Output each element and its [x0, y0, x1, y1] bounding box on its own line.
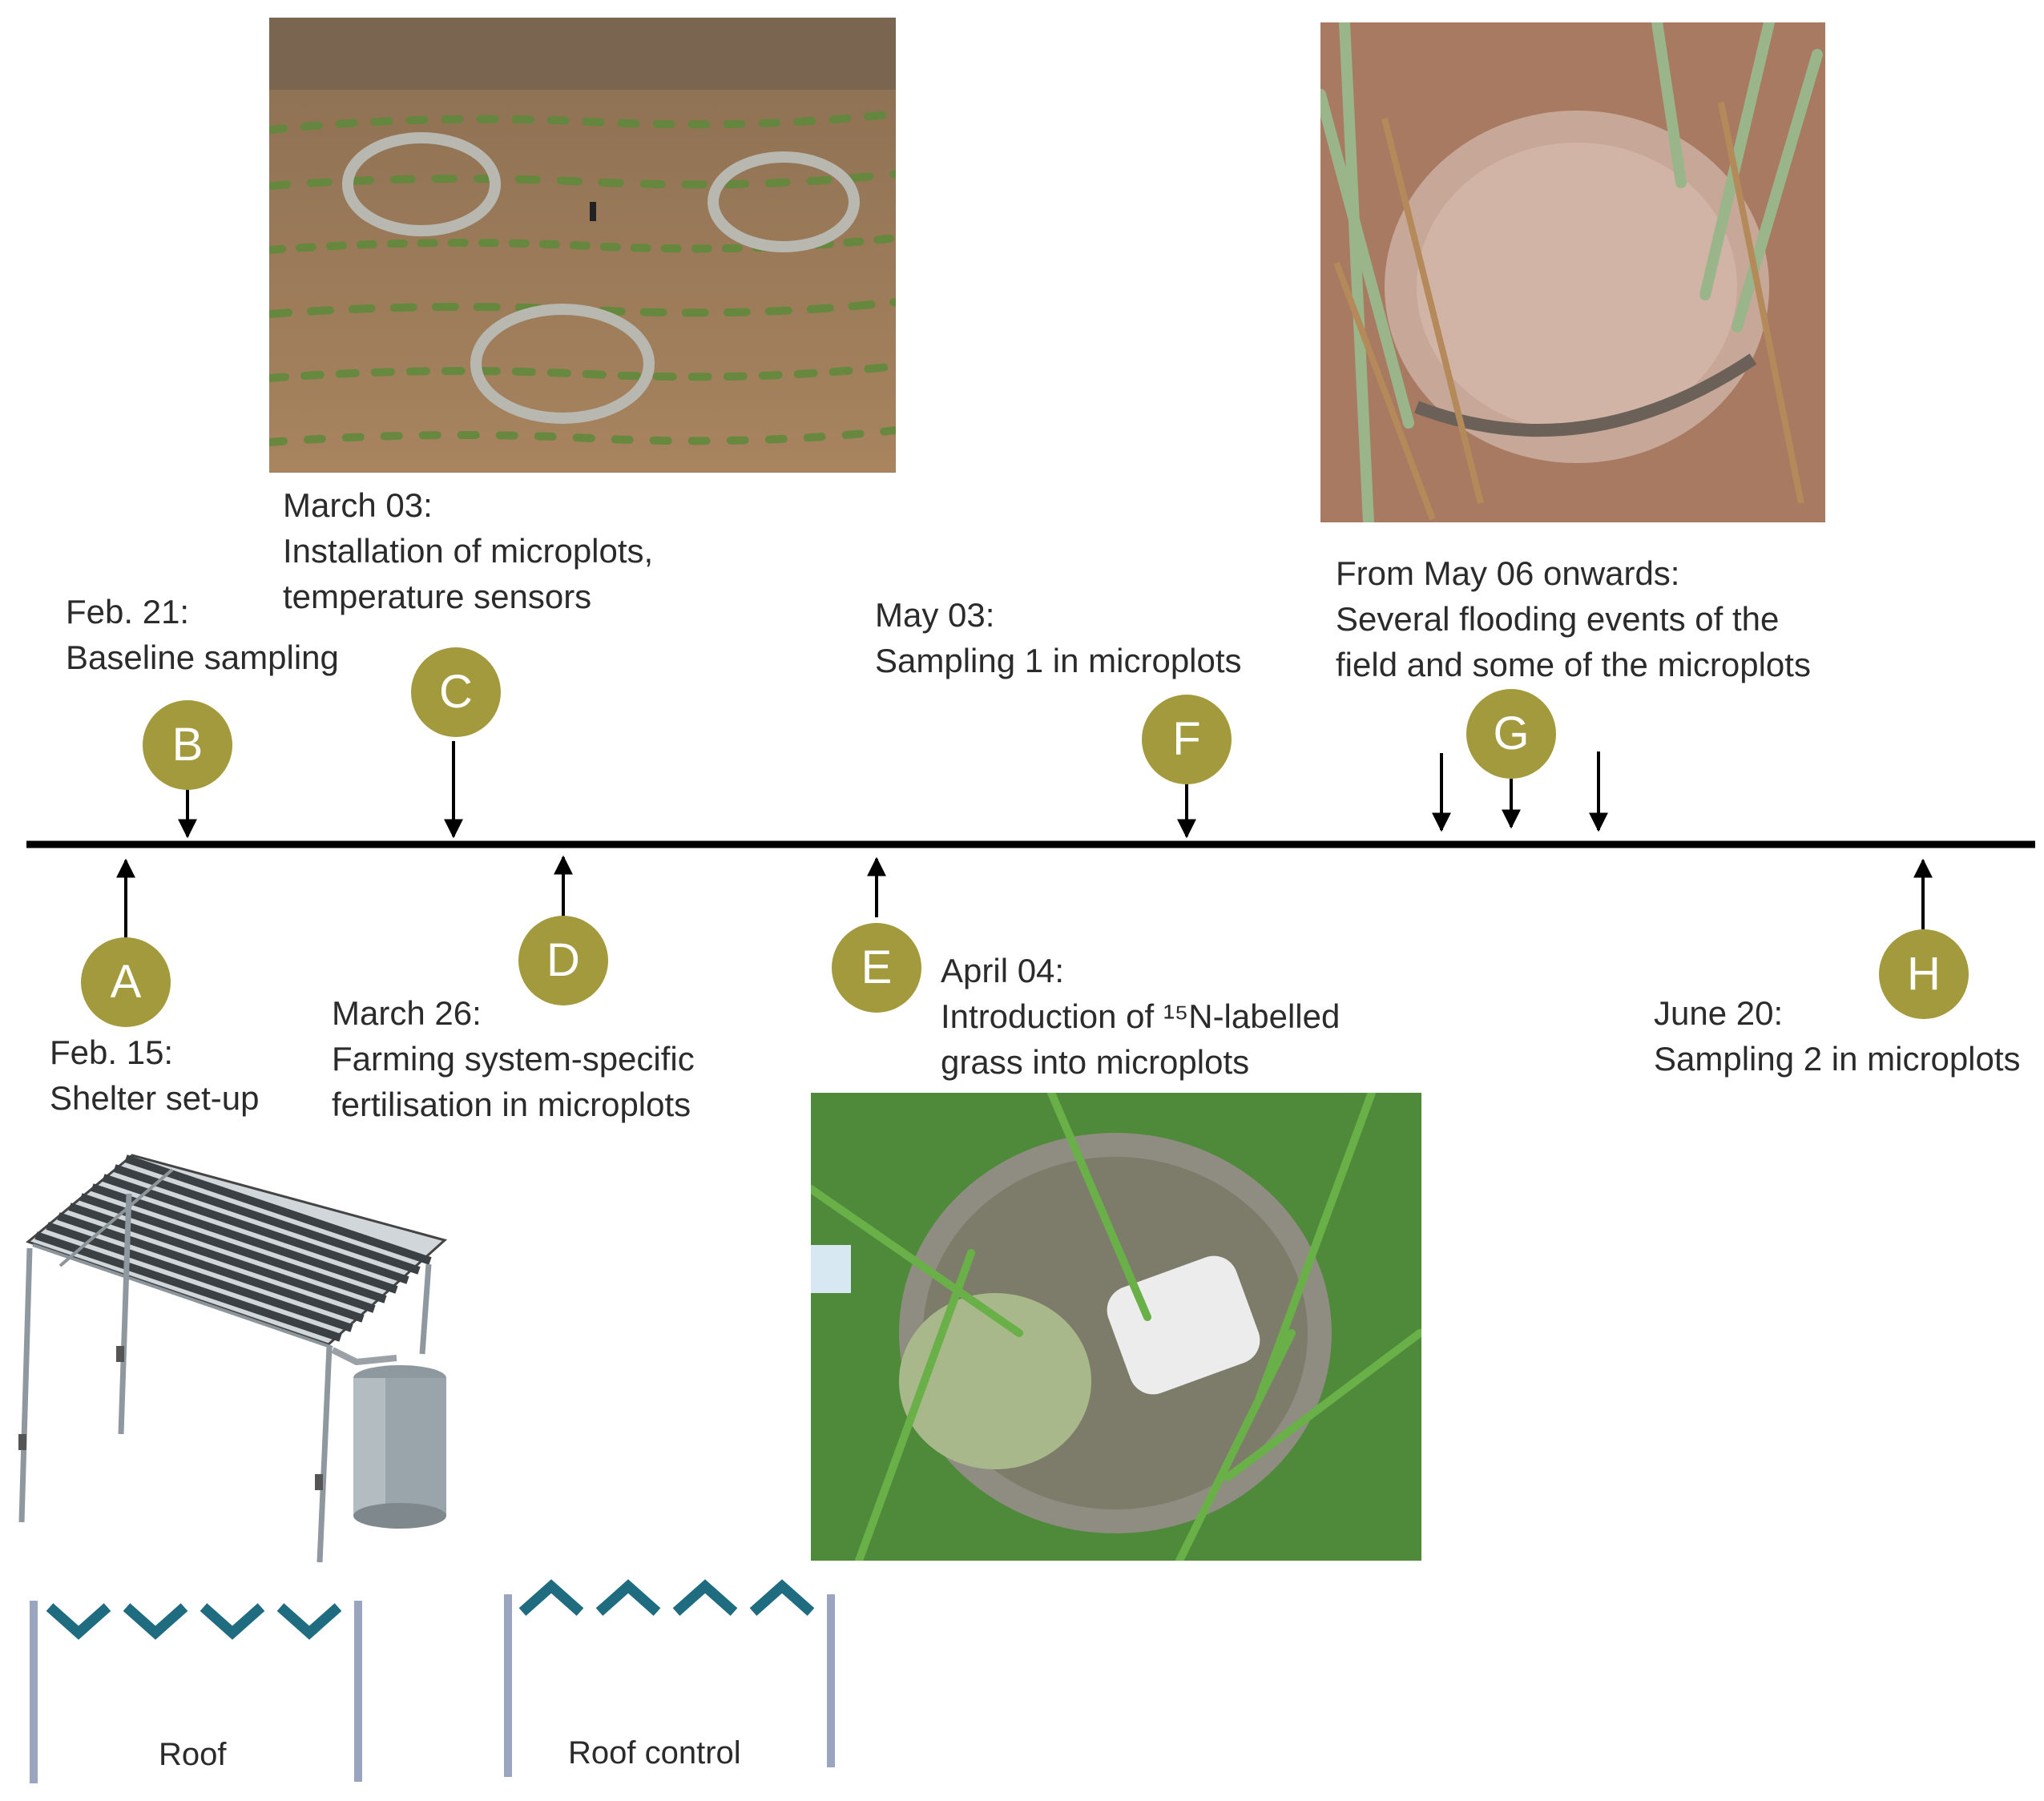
event-desc-d-2: fertilisation in microplots — [332, 1086, 691, 1123]
event-date-b: Feb. 21: — [66, 593, 190, 631]
event-desc-e-2: grass into microplots — [941, 1043, 1250, 1081]
event-marker-a: A — [81, 937, 171, 1027]
roof-diagram — [30, 1601, 362, 1783]
roof-caption: Roof — [159, 1737, 227, 1772]
roof-control-left-post — [504, 1594, 512, 1777]
event-date-e: April 04: — [941, 952, 1065, 989]
microplots-photo — [269, 18, 896, 473]
event-marker-c: C — [411, 647, 501, 737]
event-desc-g-1: Several flooding events of the — [1336, 600, 1780, 638]
event-label-b: Feb. 21: Baseline sampling — [66, 589, 339, 680]
event-label-a: Feb. 15: Shelter set-up — [50, 1029, 259, 1121]
v-shaped-panels — [46, 1603, 342, 1640]
event-desc-h: Sampling 2 in microplots — [1654, 1040, 2021, 1078]
roof-control-caption: Roof control — [568, 1735, 741, 1771]
event-label-e: April 04: Introduction of ¹⁵N-labelled g… — [941, 948, 1340, 1085]
event-marker-e: E — [832, 923, 921, 1013]
event-label-c: March 03: Installation of microplots, te… — [283, 482, 653, 619]
event-desc-c-2: temperature sensors — [283, 578, 592, 615]
roof-control-diagram — [504, 1579, 835, 1777]
event-label-g: From May 06 onwards: Several flooding ev… — [1336, 550, 1811, 687]
event-desc-e-1: Introduction of ¹⁵N-labelled — [941, 997, 1340, 1035]
event-desc-f: Sampling 1 in microplots — [875, 642, 1242, 679]
event-label-h: June 20: Sampling 2 in microplots — [1654, 990, 2021, 1082]
event-date-d: March 26: — [332, 994, 482, 1032]
event-marker-g: G — [1466, 689, 1556, 779]
inverted-v-panels — [518, 1579, 815, 1616]
event-date-h: June 20: — [1654, 994, 1784, 1032]
event-date-f: May 03: — [875, 596, 995, 634]
roof-left-post — [30, 1601, 38, 1783]
event-marker-d: D — [518, 916, 608, 1005]
labelled-grass-photo — [811, 1093, 1421, 1561]
event-desc-g-2: field and some of the microplots — [1336, 646, 1811, 683]
roof-right-post — [354, 1601, 362, 1782]
flooded-microplot-photo — [1320, 22, 1825, 522]
event-date-c: March 03: — [283, 486, 433, 524]
event-marker-f: F — [1142, 695, 1232, 784]
event-marker-b: B — [143, 700, 232, 790]
event-date-a: Feb. 15: — [50, 1033, 174, 1071]
event-marker-h: H — [1879, 929, 1969, 1019]
event-date-g: From May 06 onwards: — [1336, 554, 1680, 592]
event-desc-b: Baseline sampling — [66, 639, 339, 676]
event-desc-a: Shelter set-up — [50, 1079, 260, 1117]
shelter-render — [12, 1146, 465, 1570]
event-label-d: March 26: Farming system-specific fertil… — [332, 990, 695, 1127]
event-desc-c-1: Installation of microplots, — [283, 532, 654, 570]
event-label-f: May 03: Sampling 1 in microplots — [875, 592, 1242, 683]
event-desc-d-1: Farming system-specific — [332, 1040, 695, 1078]
roof-control-right-post — [827, 1594, 835, 1767]
